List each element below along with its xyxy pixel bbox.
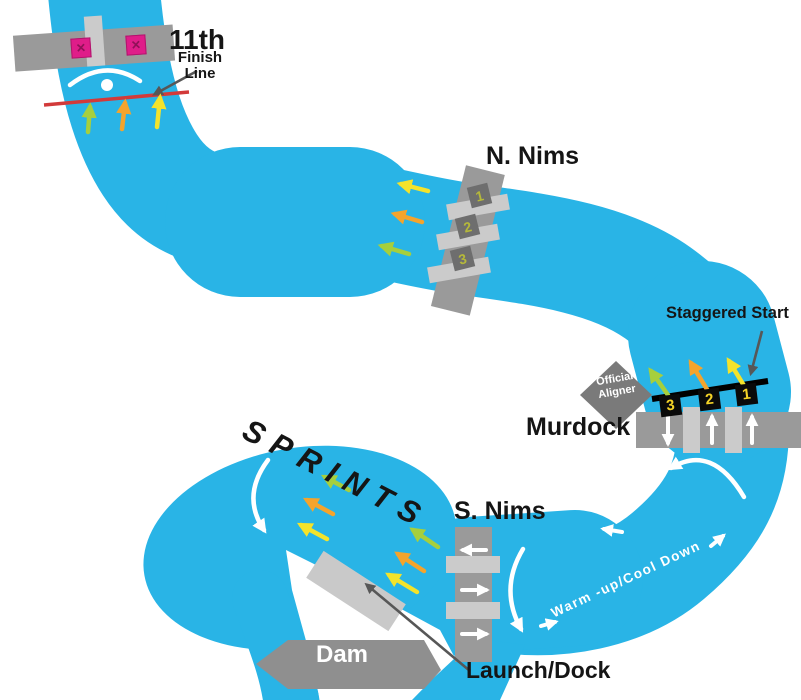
lane1-arrow (296, 522, 330, 542)
snims-turnaround-arc (508, 546, 526, 633)
lane2-arrow (116, 98, 132, 132)
lane2-arrow (688, 359, 711, 394)
lane3-arrow (409, 527, 441, 550)
start-lane-marker-1: 1 (734, 382, 759, 407)
lane2-arrow (302, 497, 336, 517)
murdock-bridge-label: Murdock (526, 413, 631, 441)
staggered-start-pointer-arrow (747, 330, 764, 377)
bridge-s-nims-pier (446, 556, 500, 573)
staggered-start-label: Staggered Start (666, 304, 789, 322)
finish-line-label: Finish Line (176, 50, 224, 82)
lane3-arrow (81, 102, 97, 135)
lane2-arrow (390, 209, 425, 225)
sprint-turnaround-arc (251, 457, 271, 534)
bridge-closed-marker: ✕ (70, 37, 92, 59)
murdock-turnaround-arc (667, 456, 747, 500)
dam-label: Dam (316, 641, 369, 668)
launch-dock-pointer-arrow (364, 582, 471, 672)
lane3-arrow (377, 241, 412, 257)
river (48, 0, 791, 700)
finish-buoy-dot (101, 79, 113, 91)
lane3-arrow (320, 474, 352, 493)
finish-line-label-line2: Line (184, 65, 216, 82)
cooldown-left-arrow (600, 524, 624, 537)
bridge-flow-arrows (459, 413, 759, 641)
launch-dock-label: Launch/Dock (466, 657, 611, 683)
lane1-arrow (396, 179, 431, 195)
start-lane-marker-3: 3 (658, 393, 683, 418)
warmup-trail-arrow (709, 533, 726, 548)
s-nims-bridge-label: S. Nims (454, 497, 546, 525)
lane2-arrow (394, 551, 427, 574)
river-below-snims (410, 630, 525, 700)
finish-line-pointer-arrow (152, 69, 198, 96)
bridge-murdock-pier (725, 407, 742, 453)
bridge-n-nims-pier (446, 193, 510, 221)
start-lane-marker-2: 2 (697, 387, 722, 412)
warmup-lead-arrow (539, 618, 559, 631)
lane1-arrow (151, 93, 167, 130)
lane3-arrow (648, 367, 671, 398)
finish-bridge-label: 11th (169, 24, 226, 55)
official-aligner-diamond (580, 361, 652, 429)
bridge-closed-marker: ✕ (125, 34, 147, 56)
flow-marks (67, 68, 759, 641)
dam-shape (256, 640, 441, 689)
bridge-murdock-pier (683, 407, 700, 453)
lane-arrows (81, 93, 749, 595)
lane1-arrow (385, 572, 420, 595)
finish-line-label-line1: Finish (177, 49, 223, 66)
bridge-s-nims-pier (446, 602, 500, 619)
river-start-bend (628, 261, 791, 466)
launch-dock-platform (306, 550, 406, 632)
n-nims-bridge-label: N. Nims (486, 142, 580, 170)
finish-buoy-arc (67, 68, 143, 88)
